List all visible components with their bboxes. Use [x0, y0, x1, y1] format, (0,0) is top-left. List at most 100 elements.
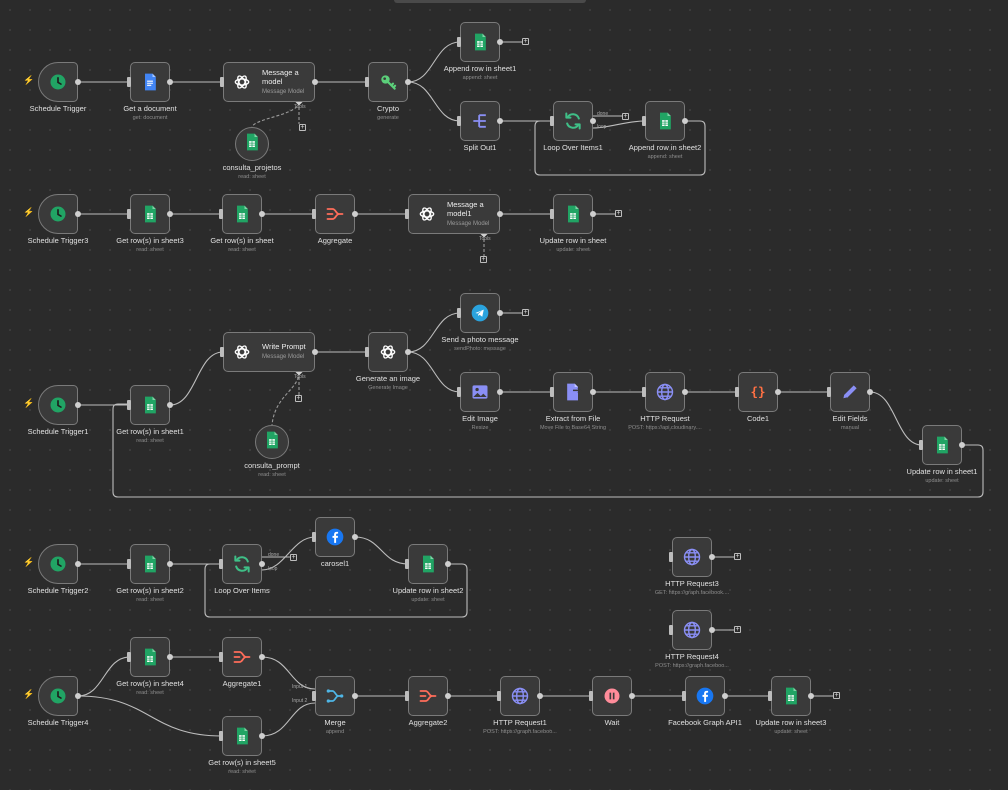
- node-photo[interactable]: [460, 293, 500, 333]
- input-port[interactable]: [405, 559, 409, 569]
- add-node-button[interactable]: +: [622, 113, 629, 120]
- add-node-button[interactable]: +: [734, 553, 741, 560]
- input-port[interactable]: [919, 440, 923, 450]
- input-port[interactable]: [127, 400, 131, 410]
- input-port[interactable]: [312, 209, 316, 219]
- input-port[interactable]: [457, 308, 461, 318]
- node-get2[interactable]: [130, 544, 170, 584]
- node-sched[interactable]: [38, 62, 78, 102]
- node-upd3[interactable]: [771, 676, 811, 716]
- tool-node-t1[interactable]: [235, 127, 269, 161]
- node-http3[interactable]: [672, 537, 712, 577]
- node-edit[interactable]: [460, 372, 500, 412]
- node-getdoc[interactable]: [130, 62, 170, 102]
- output-port[interactable]: [75, 211, 81, 217]
- input-port[interactable]: [589, 691, 593, 701]
- input-port[interactable]: [669, 625, 673, 635]
- node-http4[interactable]: [672, 610, 712, 650]
- output-port[interactable]: [259, 654, 265, 660]
- node-loop1[interactable]: [553, 101, 593, 141]
- node-agg2[interactable]: [408, 676, 448, 716]
- input-port[interactable]: [457, 116, 461, 126]
- output-port[interactable]: [167, 654, 173, 660]
- add-node-button[interactable]: +: [615, 210, 622, 217]
- node-get4[interactable]: [130, 637, 170, 677]
- input-port[interactable]: [550, 116, 554, 126]
- input-port[interactable]: [127, 209, 131, 219]
- node-append1[interactable]: [460, 22, 500, 62]
- output-port[interactable]: [775, 389, 781, 395]
- node-sched1[interactable]: [38, 385, 78, 425]
- output-port[interactable]: [959, 442, 965, 448]
- node-code1[interactable]: {}: [738, 372, 778, 412]
- output-port[interactable]: [590, 389, 596, 395]
- output-port[interactable]: [75, 79, 81, 85]
- input-port[interactable]: [669, 552, 673, 562]
- input-port[interactable]: [219, 209, 223, 219]
- input-port[interactable]: [220, 77, 224, 87]
- input-port[interactable]: [457, 387, 461, 397]
- input-port[interactable]: [735, 387, 739, 397]
- add-node-button[interactable]: +: [522, 309, 529, 316]
- node-agg1[interactable]: [222, 637, 262, 677]
- node-wait[interactable]: [592, 676, 632, 716]
- output-port[interactable]: [709, 554, 715, 560]
- node-sched2[interactable]: [38, 544, 78, 584]
- output-port[interactable]: [405, 79, 411, 85]
- output-port[interactable]: [497, 39, 503, 45]
- output-port[interactable]: [352, 211, 358, 217]
- node-split[interactable]: [460, 101, 500, 141]
- output-port[interactable]: [259, 561, 265, 567]
- node-extract[interactable]: [553, 372, 593, 412]
- add-node-button[interactable]: +: [522, 38, 529, 45]
- node-merge[interactable]: [315, 676, 355, 716]
- output-port[interactable]: [167, 561, 173, 567]
- output-port[interactable]: [167, 402, 173, 408]
- output-port[interactable]: [497, 211, 503, 217]
- add-node-button[interactable]: +: [833, 692, 840, 699]
- output-port[interactable]: [808, 693, 814, 699]
- output-port[interactable]: [722, 693, 728, 699]
- input-port[interactable]: [550, 209, 554, 219]
- output-port[interactable]: [75, 693, 81, 699]
- node-upd[interactable]: [553, 194, 593, 234]
- tool-node-t2[interactable]: [255, 425, 289, 459]
- node-sched4[interactable]: [38, 676, 78, 716]
- output-port[interactable]: [352, 534, 358, 540]
- input-port[interactable]: [219, 559, 223, 569]
- output-port[interactable]: [167, 211, 173, 217]
- node-sched3[interactable]: [38, 194, 78, 234]
- output-port[interactable]: [590, 211, 596, 217]
- output-port[interactable]: [75, 402, 81, 408]
- node-loop[interactable]: [222, 544, 262, 584]
- output-port[interactable]: [405, 349, 411, 355]
- input-port[interactable]: [550, 387, 554, 397]
- input-port[interactable]: [220, 347, 224, 357]
- output-port[interactable]: [352, 693, 358, 699]
- node-fields[interactable]: [830, 372, 870, 412]
- node-get1[interactable]: [130, 385, 170, 425]
- node-append2[interactable]: [645, 101, 685, 141]
- node-fb[interactable]: [685, 676, 725, 716]
- input-port[interactable]: [682, 691, 686, 701]
- node-http[interactable]: [645, 372, 685, 412]
- input-port[interactable]: [827, 387, 831, 397]
- input-port[interactable]: [365, 347, 369, 357]
- input-port[interactable]: [312, 691, 316, 701]
- node-gen[interactable]: [368, 332, 408, 372]
- output-port[interactable]: [709, 627, 715, 633]
- add-node-button[interactable]: +: [734, 626, 741, 633]
- node-http1[interactable]: [500, 676, 540, 716]
- input-port[interactable]: [642, 387, 646, 397]
- node-upd1[interactable]: [922, 425, 962, 465]
- node-upd2[interactable]: [408, 544, 448, 584]
- output-port[interactable]: [445, 561, 451, 567]
- input-port[interactable]: [127, 77, 131, 87]
- output-port[interactable]: [445, 693, 451, 699]
- output-port[interactable]: [682, 389, 688, 395]
- input-port[interactable]: [642, 116, 646, 126]
- output-port[interactable]: [259, 733, 265, 739]
